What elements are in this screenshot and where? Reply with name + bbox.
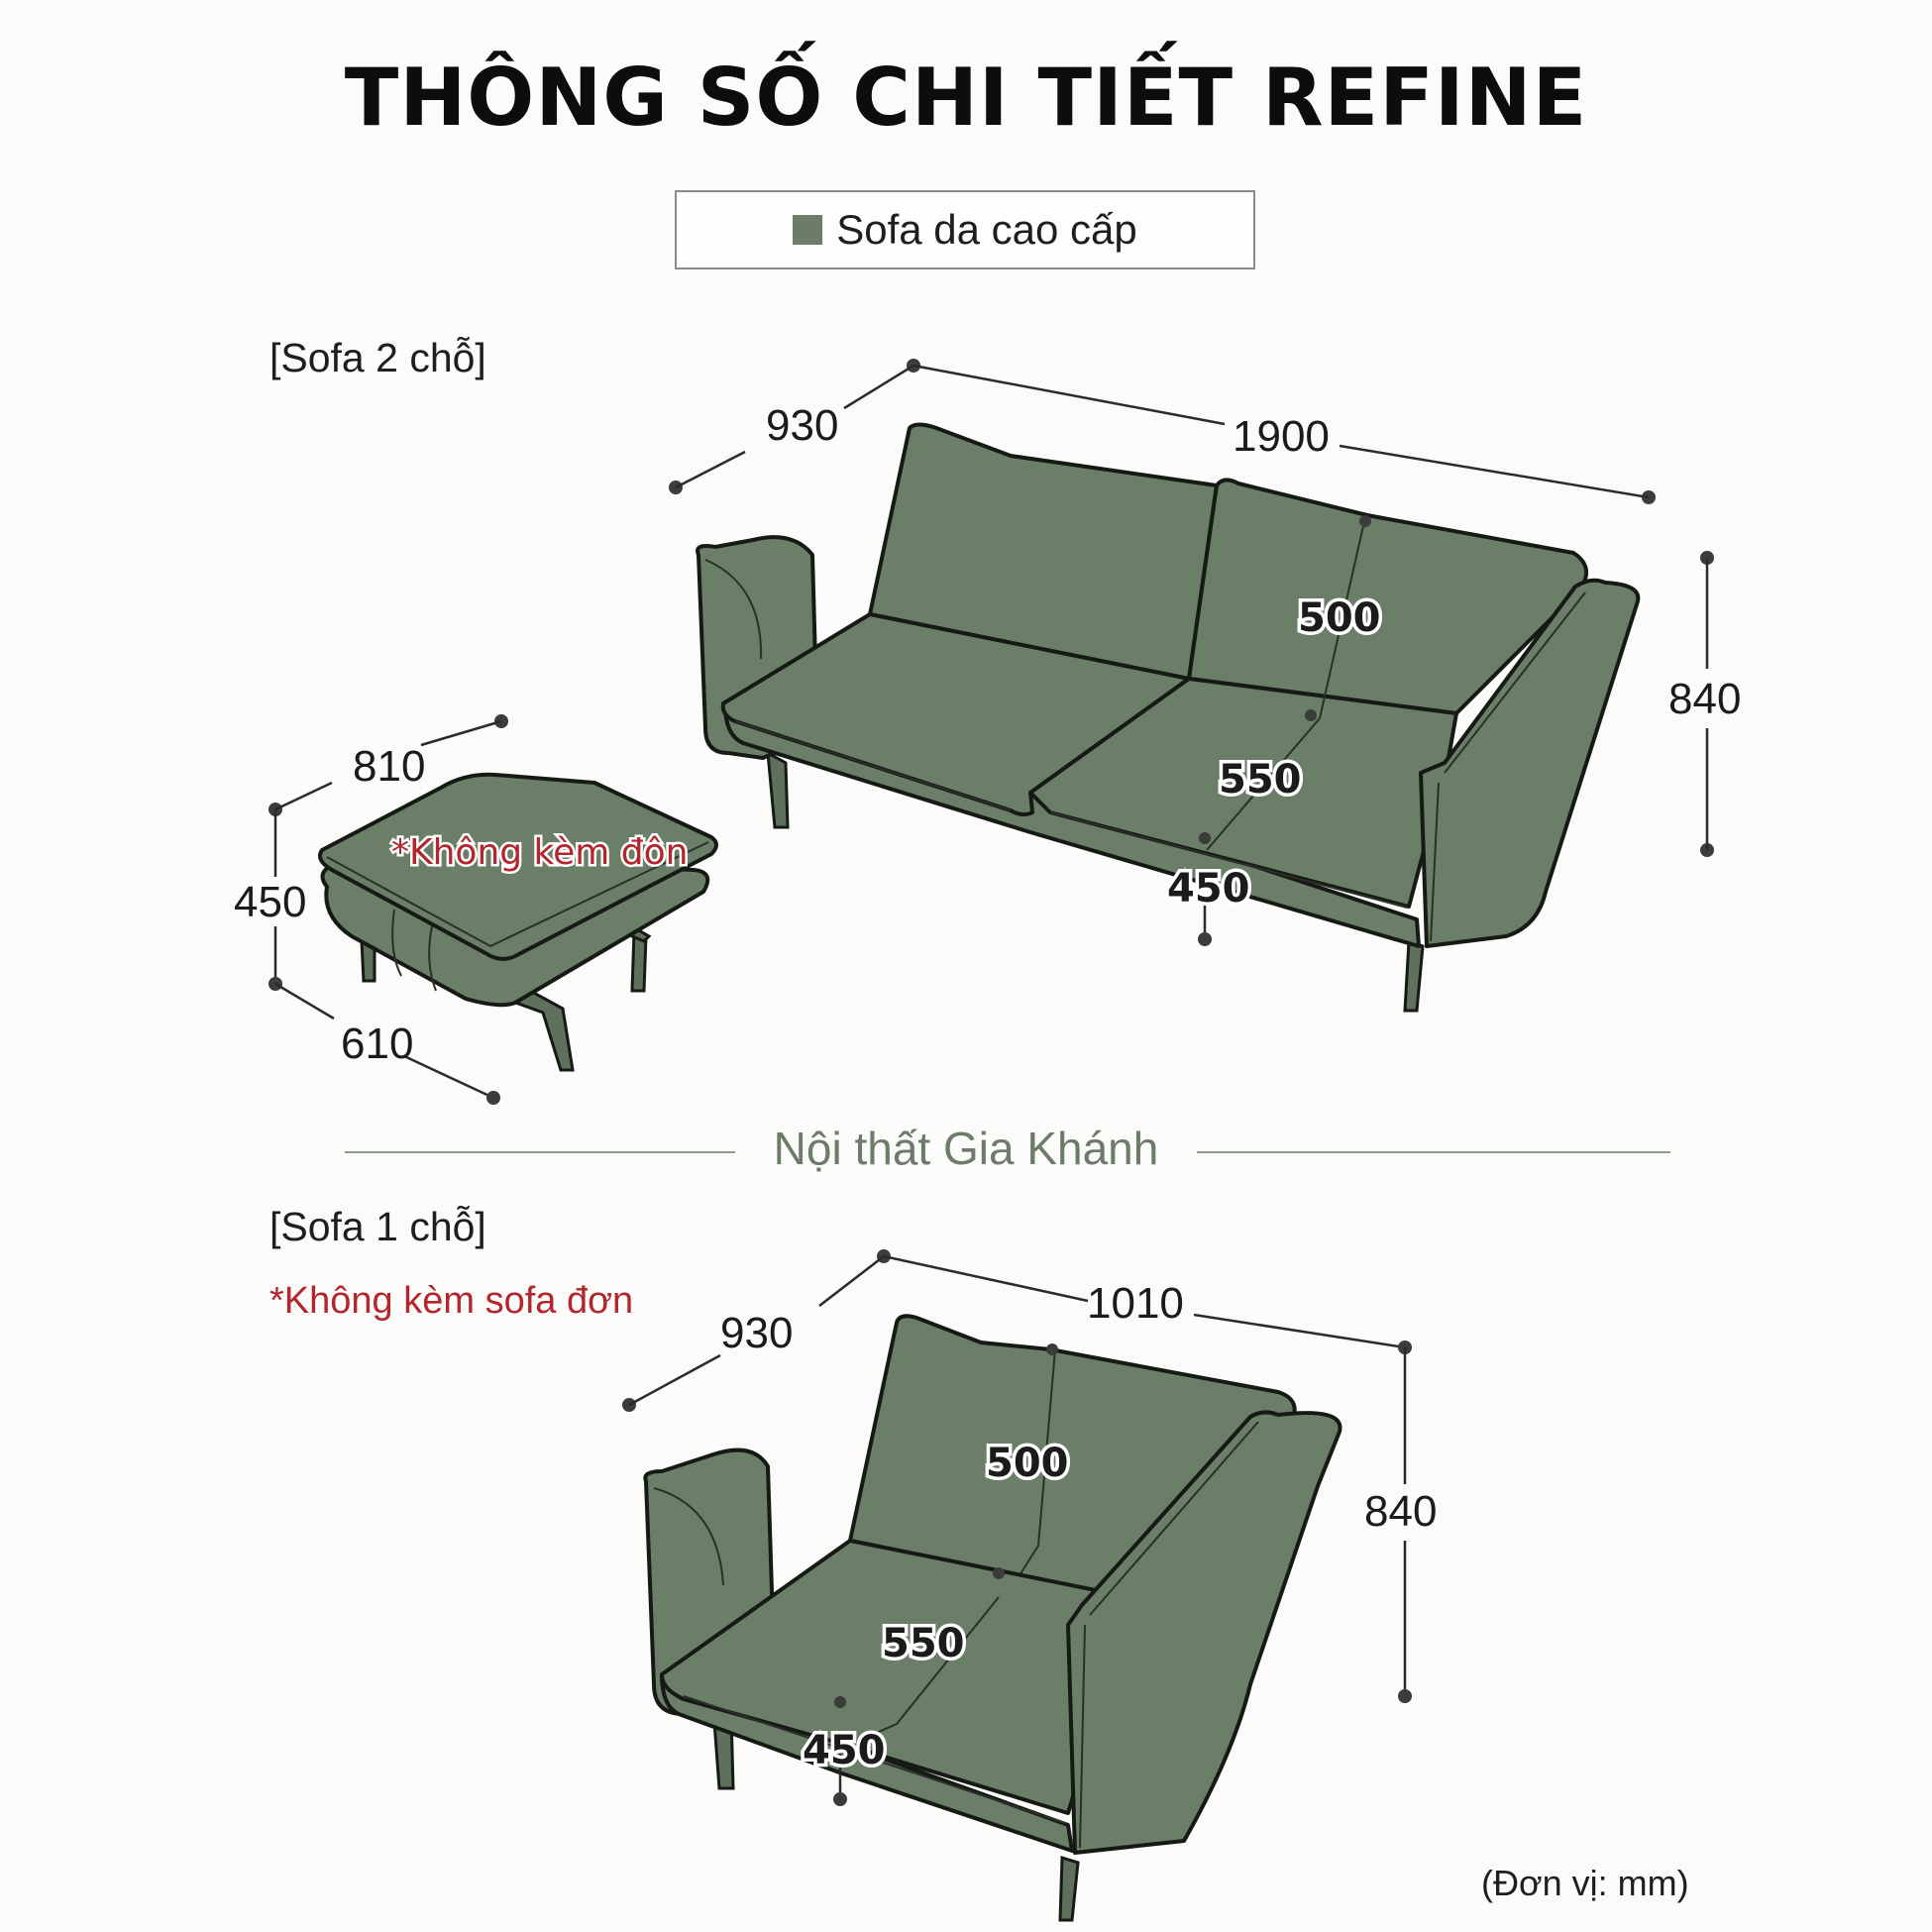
sofa-1-seat-height-label: 450 — [803, 1728, 886, 1773]
section-label-sofa-1: [Sofa 1 chỗ] — [269, 1204, 486, 1249]
sofa-1-dimension-labels: 930 1010 840 500 550 450 — [720, 1279, 1437, 1777]
sofa-2-backrest-label: 500 — [1298, 595, 1381, 641]
section-label-sofa-2: [Sofa 2 chỗ] — [269, 335, 486, 380]
ottoman-drawing — [318, 772, 718, 1072]
sofa-2-seat-height-label: 450 — [1167, 866, 1250, 912]
brand-divider-text: Nội thất Gia Khánh — [773, 1123, 1159, 1174]
divider-line-left — [345, 1151, 735, 1153]
sofa-2-width-label: 1900 — [1233, 412, 1330, 461]
sofa-2-seat-depth-label: 550 — [1219, 757, 1302, 803]
sofa-2-depth-label: 930 — [766, 401, 838, 450]
ottoman-width-label: 810 — [353, 742, 425, 791]
unit-note: (Đơn vị: mm) — [1481, 1863, 1689, 1903]
sofa-2-dimension-lines — [669, 359, 1714, 946]
divider-line-right — [1197, 1151, 1670, 1153]
sofa-1-dimension-lines — [622, 1249, 1412, 1806]
color-swatch-icon — [793, 215, 823, 245]
sofa-1-height-label: 840 — [1364, 1487, 1437, 1536]
sofa-2-height-label: 840 — [1668, 675, 1741, 723]
ottoman-dimension-labels: 810 450 610 *Không kèm đôn — [234, 742, 691, 1068]
legend-label: Sofa da cao cấp — [836, 206, 1137, 253]
sofa-1-width-label: 1010 — [1087, 1279, 1184, 1328]
sofa-1-backrest-label: 500 — [986, 1441, 1069, 1486]
page-title: THÔNG SỐ CHI TIẾT REFINE — [344, 52, 1588, 144]
sofa-2-dimension-labels: 930 1900 840 500 550 450 — [766, 401, 1741, 915]
sofa-1-depth-label: 930 — [720, 1309, 793, 1357]
sofa-1-seat-drawing — [643, 1314, 1342, 1922]
sofa-1-note: *Không kèm sofa đơn — [269, 1280, 634, 1322]
ottoman-note: *Không kèm đôn — [391, 832, 688, 873]
material-legend: Sofa da cao cấp — [675, 190, 1255, 269]
ottoman-depth-label: 610 — [341, 1020, 413, 1068]
sofa-2-seat-drawing — [696, 422, 1641, 1013]
sofa-1-seat-depth-label: 550 — [882, 1621, 965, 1666]
ottoman-height-label: 450 — [234, 878, 306, 926]
ottoman-dimension-lines — [268, 714, 508, 1105]
